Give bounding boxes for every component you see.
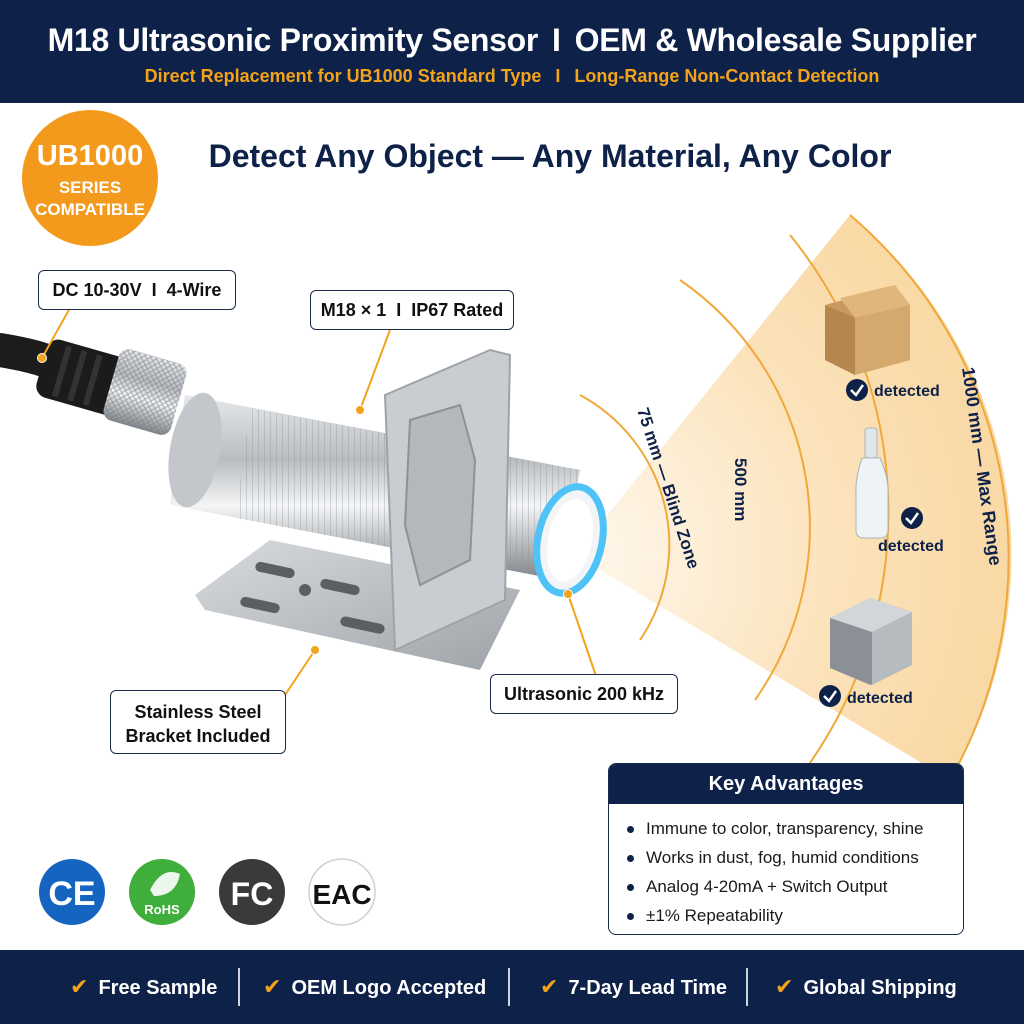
certifications-row: CE RoHS FC EAC	[39, 858, 376, 926]
mid-range-label: 500 mm	[731, 458, 750, 521]
footer-item-free-sample: ✔Free Sample	[70, 974, 218, 999]
check-icon	[846, 379, 868, 401]
metal-cube-icon	[830, 598, 912, 685]
checkmark-icon: ✔	[775, 974, 794, 999]
page-subtitle: Direct Replacement for UB1000 Standard T…	[0, 66, 1024, 87]
bracket-callout: Stainless Steel Bracket Included	[110, 690, 286, 754]
title-supplier: OEM & Wholesale Supplier	[574, 22, 977, 58]
eac-mark-icon: EAC	[308, 858, 376, 926]
svg-text:RoHS: RoHS	[144, 902, 180, 917]
key-advantages-title: Key Advantages	[609, 764, 963, 804]
ce-mark-icon: CE	[39, 859, 105, 925]
footer-divider	[508, 968, 510, 1006]
headline: Detect Any Object — Any Material, Any Co…	[208, 138, 892, 174]
svg-text:FC: FC	[231, 876, 274, 912]
subtitle-replacement: Direct Replacement for UB1000 Standard T…	[144, 66, 542, 86]
list-item: Works in dust, fog, humid conditions	[627, 843, 963, 872]
check-icon	[819, 685, 841, 707]
title-separator: I	[552, 22, 561, 58]
bracket-leader	[284, 649, 316, 696]
page-title: M18 Ultrasonic Proximity Sensor I OEM & Wh…	[0, 22, 1024, 59]
check-icon	[901, 507, 923, 529]
frequency-leader	[567, 593, 597, 677]
footer-divider	[746, 968, 748, 1006]
footer-item-oem-logo: ✔OEM Logo Accepted	[263, 974, 487, 999]
badge-line-3: COMPATIBLE	[35, 200, 145, 219]
ub1000-badge: UB1000 SERIES COMPATIBLE	[22, 110, 158, 246]
thread-leader	[359, 329, 391, 411]
svg-text:CE: CE	[48, 875, 95, 913]
badge-line-2: SERIES	[58, 178, 122, 197]
title-product: M18 Ultrasonic Proximity Sensor	[47, 22, 539, 58]
header-banner	[0, 0, 1024, 103]
checkmark-icon: ✔	[70, 974, 89, 999]
frequency-callout: Ultrasonic 200 kHz	[490, 674, 678, 714]
detected-label-box: detected	[874, 383, 940, 400]
detected-label-bottle: detected	[878, 538, 944, 555]
subtitle-detection: Long-Range Non-Contact Detection	[574, 66, 880, 86]
cardboard-box-icon	[825, 285, 910, 375]
svg-text:EAC: EAC	[312, 879, 371, 910]
connector-ribs	[51, 345, 103, 407]
fcc-mark-icon: FC	[219, 859, 285, 925]
checkmark-icon: ✔	[540, 974, 559, 999]
detected-label-cube: detected	[847, 690, 913, 707]
mid-range-arc	[679, 279, 811, 701]
blind-zone-arc	[579, 394, 671, 641]
key-advantages-panel: Key Advantages Immune to color, transpar…	[608, 763, 964, 935]
footer-bar: ✔Free Sample ✔OEM Logo Accepted ✔7-Day L…	[0, 950, 1024, 1024]
list-item: Immune to color, transparency, shine	[627, 814, 963, 843]
list-item: Analog 4-20mA + Switch Output	[627, 872, 963, 901]
glass-bottle-icon	[855, 427, 889, 539]
footer-item-global-shipping: ✔Global Shipping	[775, 974, 957, 999]
checkmark-icon: ✔	[263, 974, 282, 999]
footer-item-lead-time: ✔7-Day Lead Time	[540, 974, 728, 999]
badge-line-1: UB1000	[36, 140, 144, 172]
outer-range-arc	[849, 214, 1010, 781]
power-leader	[41, 307, 71, 359]
rohs-leaf-icon: RoHS	[129, 859, 195, 925]
key-advantages-list: Immune to color, transparency, shine Wor…	[609, 804, 963, 930]
hex-nut	[403, 403, 477, 587]
list-item: ±1% Repeatability	[627, 901, 963, 930]
subtitle-separator: I	[555, 66, 561, 86]
footer-divider	[238, 968, 240, 1006]
